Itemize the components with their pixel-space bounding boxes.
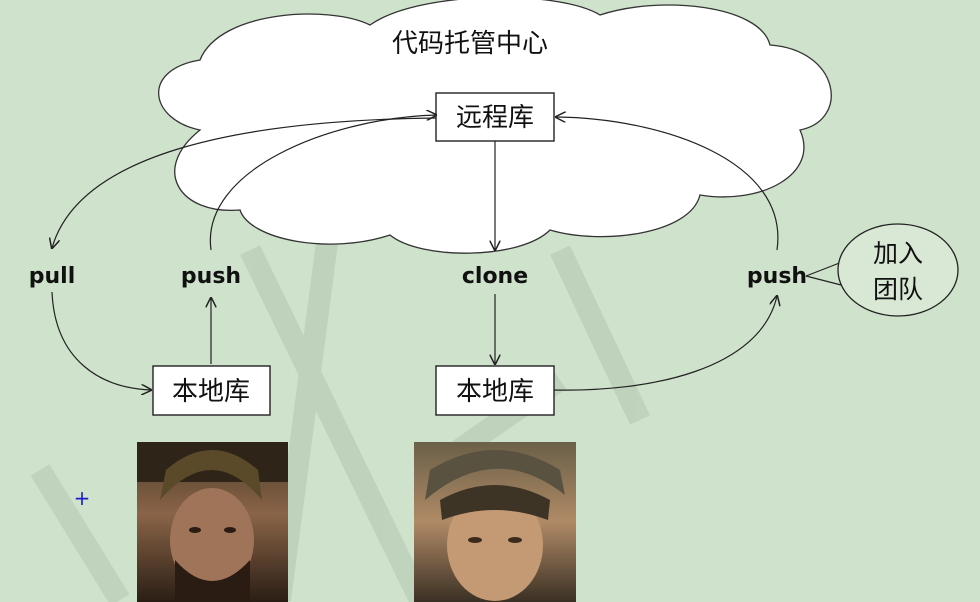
cloud-title: 代码托管中心 xyxy=(392,29,548,59)
local-repo-a-label: 本地库 xyxy=(172,377,250,407)
join-team-tail xyxy=(805,261,846,287)
edge-push-a-to-remote xyxy=(209,115,436,251)
edges xyxy=(51,115,846,391)
edge-push-b-to-remote xyxy=(556,117,779,251)
local-repo-b-box: 本地库 xyxy=(435,365,555,416)
edge-local-b-to-push xyxy=(553,296,777,391)
edge-remote-to-pull xyxy=(52,117,437,248)
portrait-b-image xyxy=(414,442,576,602)
pull-label: pull xyxy=(29,264,76,289)
local-repo-b-label: 本地库 xyxy=(456,377,534,407)
edge-pull-to-local-a xyxy=(51,291,151,390)
local-repo-a-box: 本地库 xyxy=(152,365,271,416)
clone-label: clone xyxy=(462,264,528,289)
join-team-line1: 加入 xyxy=(873,239,923,268)
plus-marker: + xyxy=(74,486,91,510)
remote-repo-label: 远程库 xyxy=(456,103,534,133)
push-a-label: push xyxy=(181,264,241,289)
push-b-label: push xyxy=(747,264,807,289)
join-team-bubble: 加入 团队 xyxy=(837,223,959,317)
remote-repo-box: 远程库 xyxy=(435,92,555,142)
portrait-a-image xyxy=(137,442,288,602)
join-team-line2: 团队 xyxy=(873,275,923,304)
